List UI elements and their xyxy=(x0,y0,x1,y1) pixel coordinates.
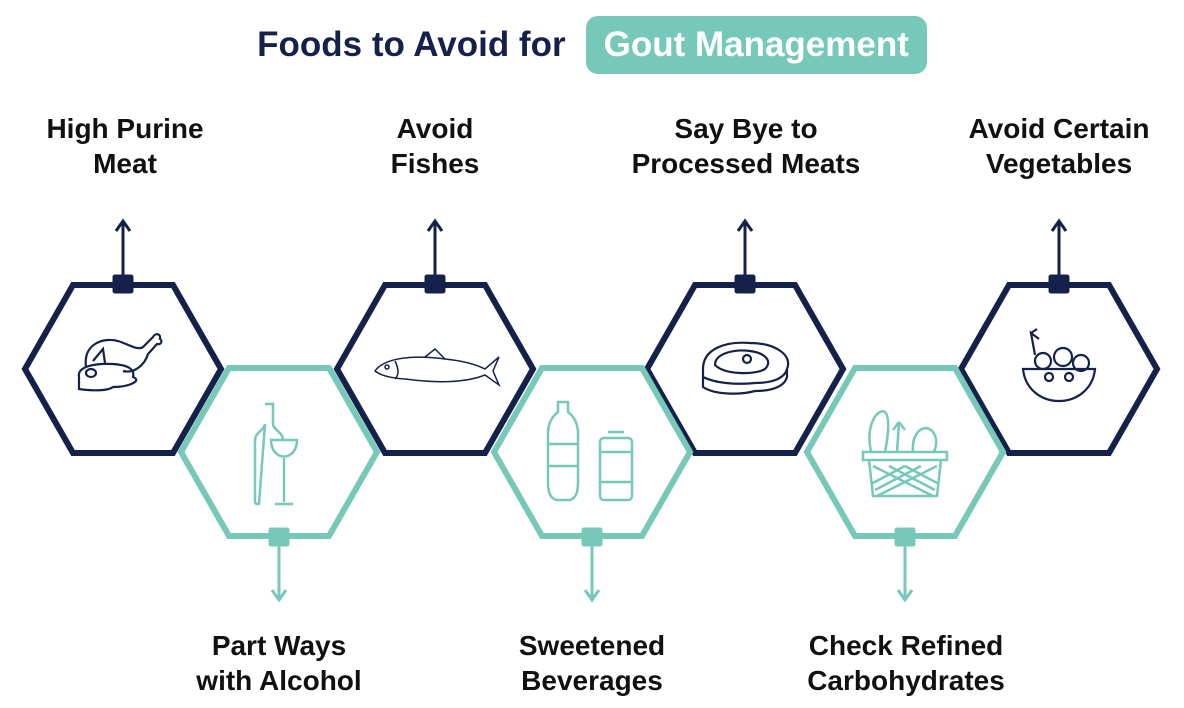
title-prefix: Foods to Avoid for xyxy=(257,25,566,64)
title-highlight: Gout Management xyxy=(585,16,927,74)
title: Foods to Avoid for Gout Management xyxy=(0,14,1184,76)
label-line: with Alcohol xyxy=(196,665,362,696)
label-line: Check Refined xyxy=(808,630,1004,661)
wine-bottle-glass-icon xyxy=(253,402,299,506)
fish-icon xyxy=(373,347,501,388)
label-refined-carbohydrates: Check Refined Carbohydrates xyxy=(756,628,1056,698)
hex-certain-vegetables xyxy=(961,218,1157,453)
hex-alcohol xyxy=(181,368,377,603)
meat-chicken-icon xyxy=(77,333,163,392)
label-alcohol: Part Ways with Alcohol xyxy=(129,628,429,698)
soda-bottle-can-icon xyxy=(546,400,634,502)
label-avoid-fishes: Avoid Fishes xyxy=(285,111,585,181)
label-line: Carbohydrates xyxy=(807,665,1005,696)
label-line: Meat xyxy=(93,148,157,179)
label-line: Part Ways xyxy=(211,630,347,661)
hex-high-purine-meat xyxy=(25,218,221,453)
label-high-purine-meat: High Purine Meat xyxy=(0,111,275,181)
hex-refined-carbohydrates xyxy=(807,368,1003,603)
salad-bowl-icon xyxy=(1021,328,1097,403)
steak-icon xyxy=(701,341,790,395)
label-line: Processed Meats xyxy=(631,148,861,179)
label-line: High Purine xyxy=(46,113,204,144)
label-processed-meats: Say Bye to Processed Meats xyxy=(596,111,896,181)
label-line: Beverages xyxy=(521,665,663,696)
label-line: Say Bye to xyxy=(674,113,818,144)
hex-processed-meats xyxy=(647,218,843,453)
label-line: Vegetables xyxy=(985,148,1133,179)
bread-basket-icon xyxy=(861,410,949,498)
label-line: Fishes xyxy=(390,148,480,179)
hex-avoid-fishes xyxy=(337,218,533,453)
label-line: Sweetened xyxy=(518,630,666,661)
label-certain-vegetables: Avoid Certain Vegetables xyxy=(909,111,1184,181)
hex-sweetened-beverages xyxy=(494,368,690,603)
label-sweetened-beverages: Sweetened Beverages xyxy=(442,628,742,698)
label-line: Avoid Certain xyxy=(968,113,1150,144)
label-line: Avoid xyxy=(396,113,474,144)
